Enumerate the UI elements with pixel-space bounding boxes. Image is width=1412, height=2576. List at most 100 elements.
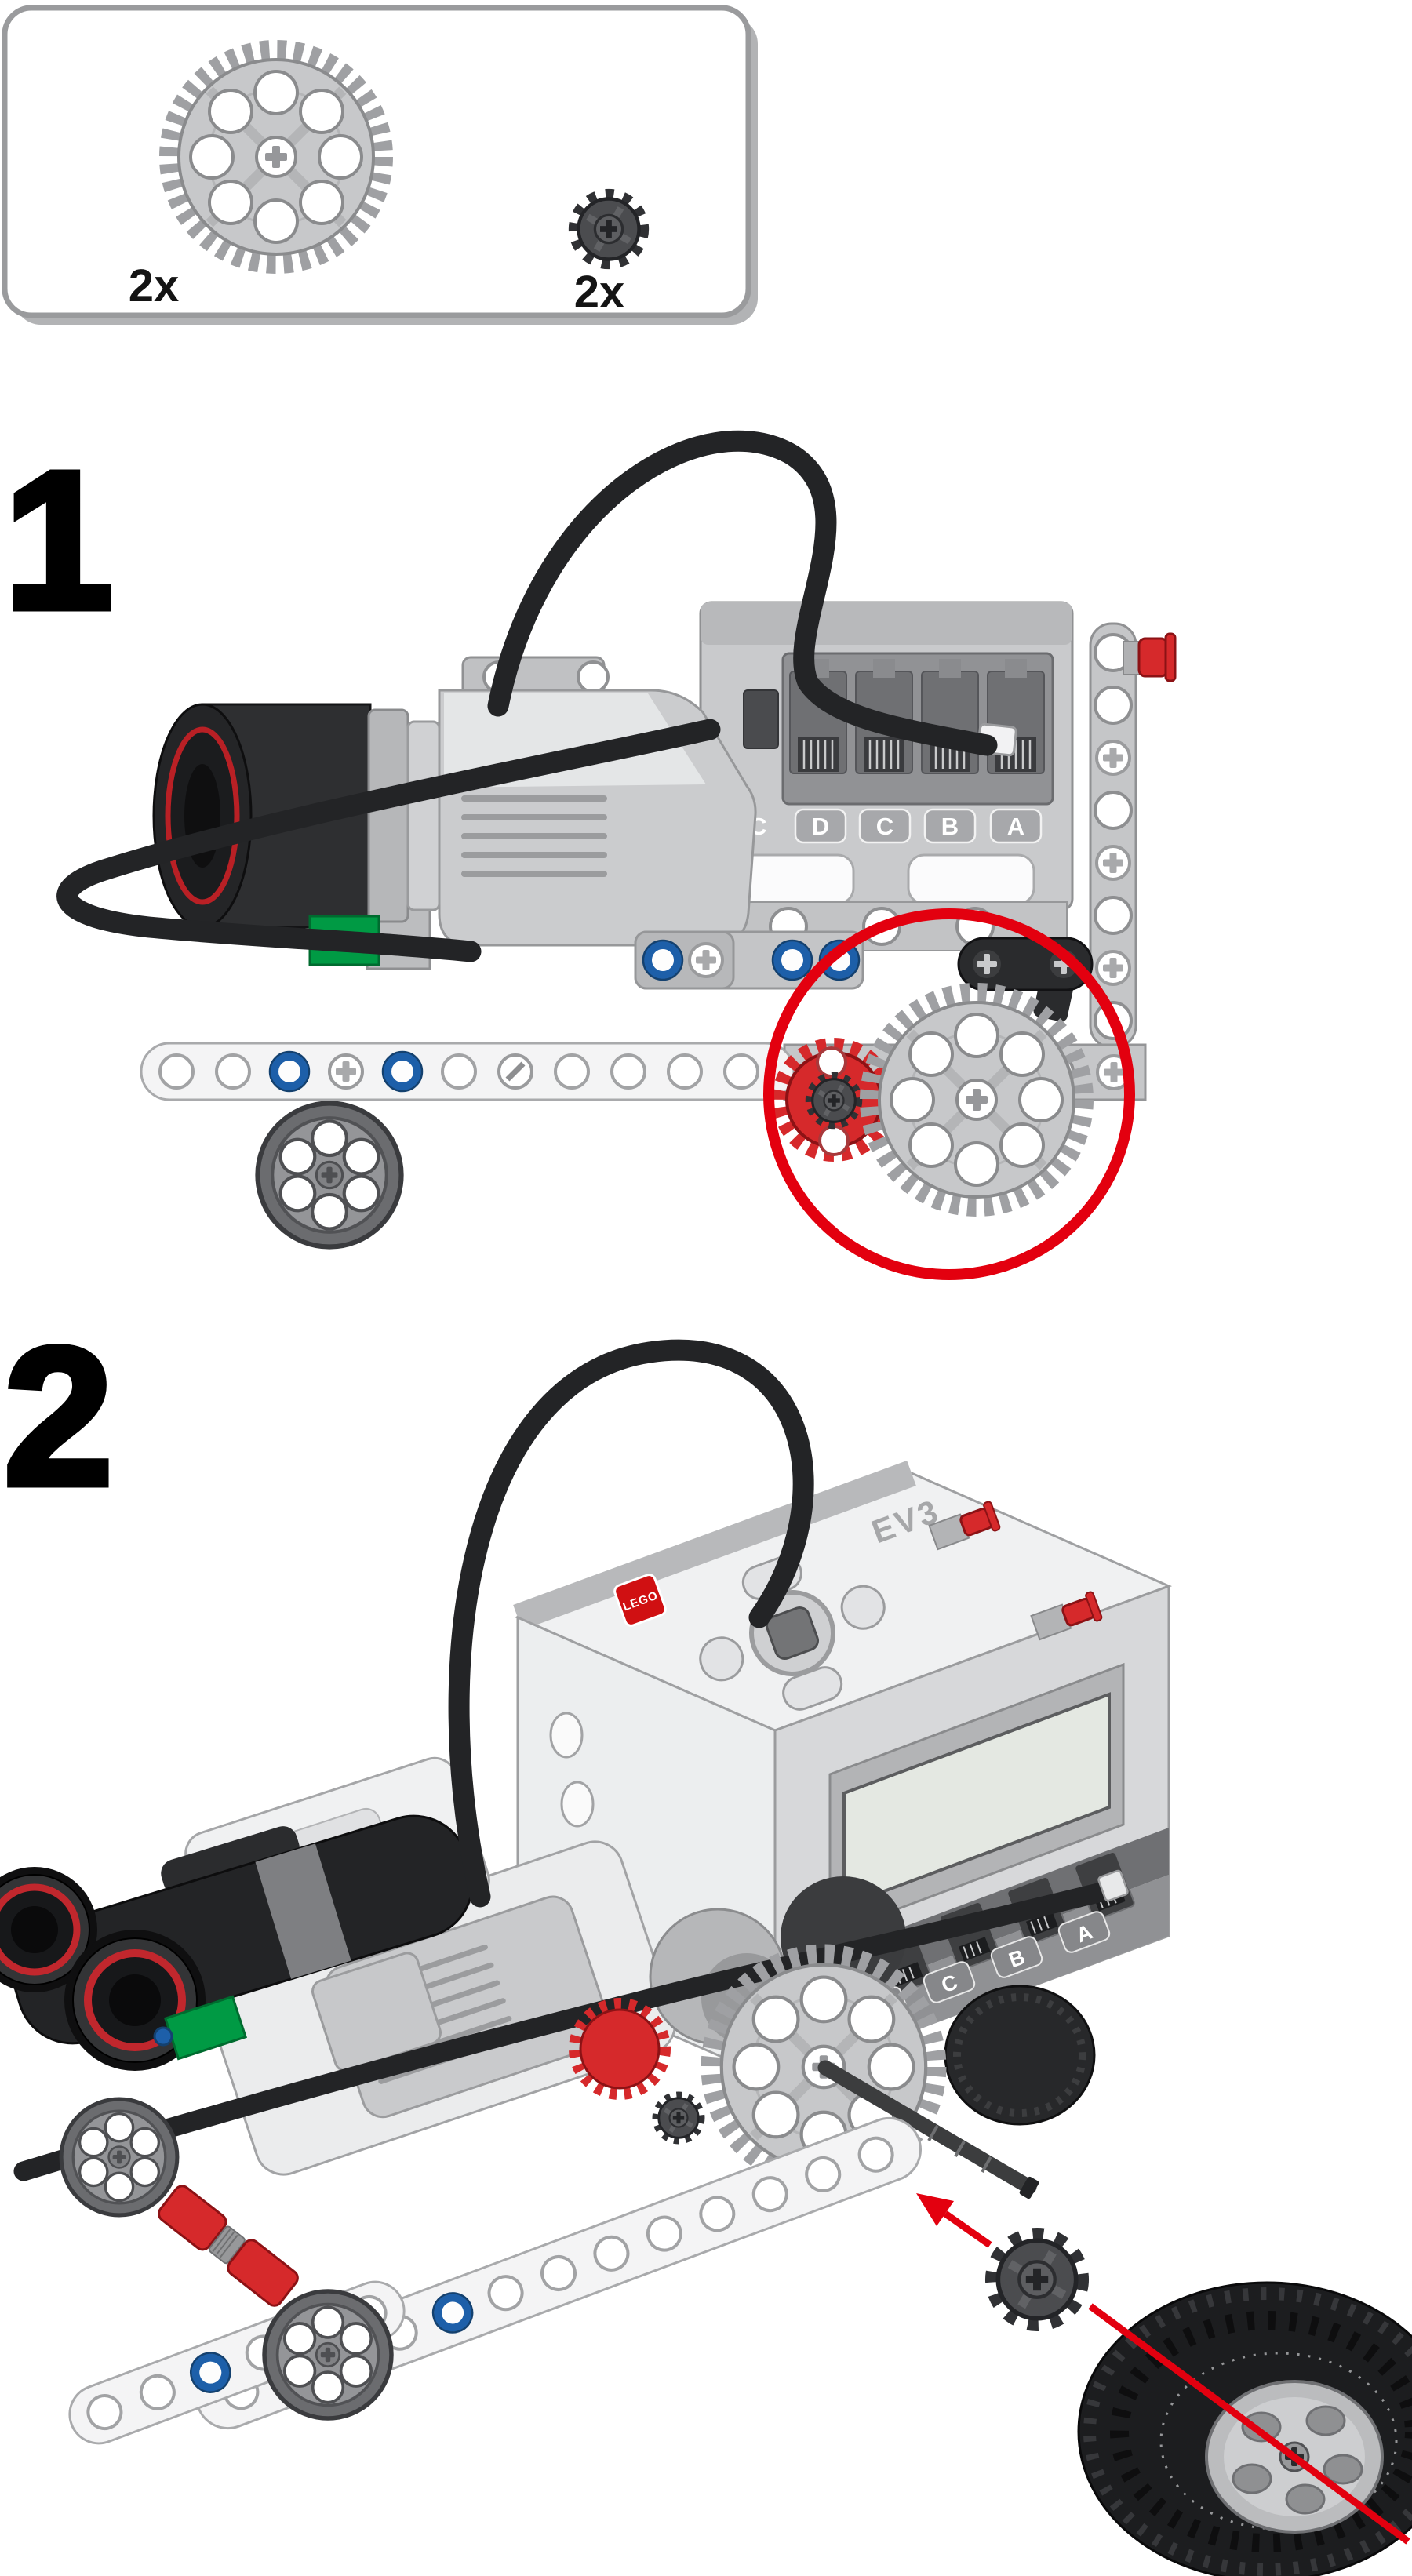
port-label-box-b [923,808,977,844]
sensor-band [255,1843,351,1979]
assembly-arrow-line [1088,2303,1410,2545]
brick-foot-right [907,853,1035,905]
drum-collar [367,708,409,923]
axle-hole-slash [499,1055,532,1088]
blue-pin [153,2026,173,2047]
technic-hole [610,1053,646,1090]
ultrasonic-sensor-assembly [0,1756,490,2072]
technic-hole [560,1781,595,1828]
port-label-box-c [923,1961,976,2003]
port-label-d: D [812,813,829,840]
wedge-wheel-icon [61,2099,177,2215]
hub-hole [1241,2411,1282,2443]
chassis-beam-white [140,1042,795,1101]
down-button [782,1666,843,1711]
part-40t-quantity: 2x [129,260,180,311]
gear-40t-icon [843,966,1109,1232]
step-2-number: 2 [4,1307,113,1526]
port-label-c: C [876,813,893,840]
assembly-arrow [916,2193,992,2248]
axle-tip [1019,2176,1039,2199]
motor-drum [152,703,441,929]
highlight-circle [763,908,1135,1280]
hub-hole [1285,2483,1326,2515]
pinion-gear [656,2095,701,2141]
port-jack-b [921,659,979,774]
gear-40t-mounted [843,966,1109,1232]
brick-screen [828,1662,1125,1937]
left-button [699,1636,744,1682]
blue-pin [383,1052,422,1091]
medium-motor [152,656,757,970]
step-1-illustration: PC D C B A [56,430,1177,1280]
technic-hole [215,1053,251,1090]
technic-hole [667,1053,703,1090]
rear-tire-far [781,1876,1096,2126]
port-label-box-d [794,808,847,844]
axle-hole [1095,845,1131,881]
cable-loop [448,1339,814,1908]
wedge-wheel-icon [257,1103,401,1246]
technic-hole [1094,896,1133,935]
technic-hole [723,1053,759,1090]
cable-diagonal [13,1882,1112,2181]
axle-hole [1095,950,1131,986]
motor-vents [461,795,607,877]
hub-hole [1323,2454,1363,2485]
blue-pin [773,941,812,980]
wedge-wheel-icon [264,2291,391,2418]
wedge-wheel-far [61,2099,177,2215]
technic-hole [1094,686,1133,725]
cable-loop [487,430,998,756]
step-2-illustration: LEGO EV3 [0,1339,1412,2576]
rear-drive [569,1927,1039,2207]
blue-pin [643,941,682,980]
axle-bushing [208,2225,246,2265]
gear-12t-loose [992,2235,1082,2324]
cable-plug [1097,1869,1129,1902]
part-12t-quantity: 2x [574,267,625,318]
technic-hole [158,1053,195,1090]
arrow-head [916,2193,954,2226]
pin-beam [634,930,864,990]
port-label-box-c [858,808,912,844]
technic-hole [554,1053,590,1090]
technic-hole [549,1712,584,1759]
red-pin-connector [1123,632,1177,682]
brick-top-edge [513,1461,916,1630]
port-label-box-a [989,808,1043,844]
red-axle-connector [158,2185,299,2307]
sensor-eye-back [0,1867,97,1992]
port-label-box-b [990,1936,1043,1978]
red-wheel-hub [579,2008,661,2090]
port-jack-a [987,659,1045,774]
wedge-wheel [257,1103,401,1246]
ev3-brick-rear: PC D C B A [699,601,1074,951]
technic-hole [577,660,610,693]
technic-hole [1094,791,1133,830]
pc-port-jack [743,689,779,749]
parts-callout-box: 2x 2x [2,5,758,325]
technic-hole [441,1053,477,1090]
port-label-box-a [1057,1911,1111,1953]
gear-12t-icon [656,2095,701,2141]
hub-hole [1305,2405,1346,2436]
port-label-a: A [1007,813,1024,840]
red-hub-crown [569,1998,671,2100]
hub-hole [816,1046,847,1078]
brick-top-strip [701,602,1072,645]
axle-hole [328,1053,364,1090]
drive-axle [817,2060,1039,2199]
port-label-b: B [941,813,959,840]
axle-hole [1095,740,1131,776]
red-pin-connector [1030,1591,1103,1641]
step-1-number: 1 [4,431,113,649]
enter-button [765,1606,820,1661]
hub-hole [1232,2463,1272,2494]
hub-hole [818,1125,850,1156]
red-pin [1137,637,1169,678]
rear-tire [1077,2281,1412,2576]
gear-12t-icon [992,2235,1082,2324]
tire-lettering [1159,2352,1398,2531]
